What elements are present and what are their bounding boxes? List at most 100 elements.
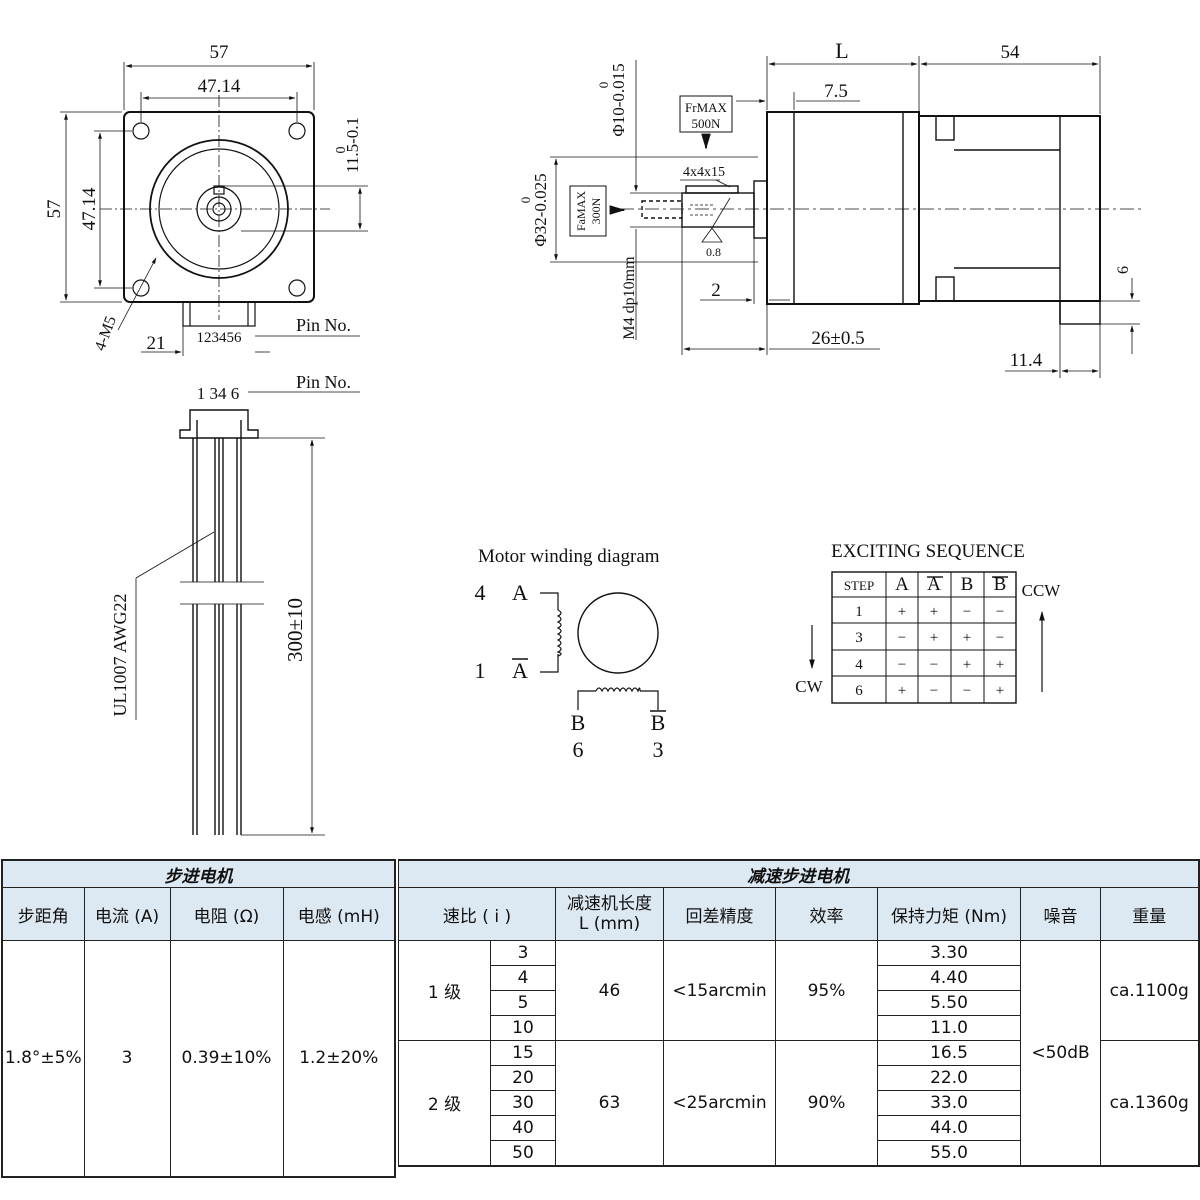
mount-hole: [132, 122, 150, 140]
sequence-header-phase: A: [927, 574, 941, 595]
torque-cell: 33.0: [877, 1090, 1021, 1116]
sequence-sign-cell: −: [996, 630, 1004, 646]
efficiency-cell: 95%: [775, 940, 878, 1041]
mount-hole: [288, 279, 306, 297]
value-current: 3: [83, 940, 171, 1178]
front-view: [60, 62, 368, 356]
coil-b: [595, 687, 641, 693]
weight-cell: ca.1360g: [1100, 1040, 1199, 1167]
sequence-sign-cell: −: [963, 604, 971, 620]
roughness: 0.8: [706, 245, 721, 259]
pin-a: A: [512, 580, 528, 605]
pin-label: Pin No.: [296, 315, 351, 335]
shaft-key: [685, 185, 739, 194]
rotor: [577, 592, 659, 674]
value-step-angle: 1.8°±5%: [1, 940, 85, 1178]
length-cell: 63: [555, 1040, 664, 1167]
header-noise: 噪音: [1020, 887, 1101, 941]
dim-pilot-upper: 0: [518, 197, 533, 204]
sequence-sign-cell: −: [930, 657, 938, 673]
dim-screw: 4-M5: [92, 314, 120, 353]
dim-hole-spacing: 47.14: [198, 76, 241, 97]
pin-b-num: 6: [573, 737, 584, 762]
header-torque: 保持力矩 (Nm): [877, 887, 1021, 941]
lead-wire-view: [135, 391, 360, 836]
famax-label: FaMAX: [574, 191, 588, 231]
side-view: [550, 56, 1145, 378]
stage-name: 1 级: [398, 940, 491, 1041]
ratio-cell: 20: [490, 1065, 556, 1091]
header-resistance: 电阻 (Ω): [169, 887, 284, 941]
dim-shaft-dia: Φ10-0.015: [609, 63, 628, 136]
sequence-sign-cell: +: [996, 683, 1004, 699]
mount-hole: [132, 279, 150, 297]
wire-pin-label: Pin No.: [296, 372, 351, 392]
dim-hole-spacing-v: 47.14: [79, 187, 100, 230]
weight-cell: ca.1100g: [1100, 940, 1199, 1041]
pin-a-num: 4: [475, 580, 486, 605]
header-length-line2: L (mm): [578, 914, 641, 934]
ratio-cell: 10: [490, 1015, 556, 1041]
pin-bbar-num: 3: [653, 737, 664, 762]
value-resistance: 0.39±10%: [169, 940, 284, 1178]
sequence-sign-cell: −: [930, 683, 938, 699]
dim-motor-length: 54: [1001, 42, 1021, 63]
ccw-label: CCW: [1022, 581, 1062, 600]
torque-cell: 55.0: [877, 1140, 1021, 1167]
sequence-sign-cell: +: [930, 630, 938, 646]
frmax-value: 500N: [692, 116, 722, 131]
sequence-step-cell: 4: [855, 657, 863, 673]
sequence-sign-cell: +: [963, 657, 971, 673]
sequence-sign-cell: −: [898, 657, 906, 673]
sequence-header-phase: B: [994, 574, 1007, 595]
sequence-header-step: STEP: [844, 578, 874, 593]
dim-connector-offset: 21: [147, 333, 166, 354]
sequence-sign-cell: +: [963, 630, 971, 646]
dim-pilot: Φ32-0.025: [531, 173, 550, 246]
dim-width: 57: [210, 42, 229, 63]
sequence-sign-cell: +: [898, 683, 906, 699]
wire-spec: UL1007 AWG22: [110, 593, 130, 716]
sequence-header-phase: A: [895, 574, 909, 595]
dim-length: L: [835, 38, 848, 63]
sequence-title: EXCITING SEQUENCE: [831, 541, 1025, 562]
torque-cell: 44.0: [877, 1115, 1021, 1141]
dim-height: 57: [44, 200, 65, 219]
wire-length: 300±10: [283, 598, 307, 662]
header-length-line1: 减速机长度: [567, 894, 652, 914]
winding-title: Motor winding diagram: [478, 546, 660, 567]
coil-a: [556, 609, 562, 657]
famax-value: 300N: [589, 197, 603, 224]
ratio-cell: 40: [490, 1115, 556, 1141]
torque-cell: 16.5: [877, 1040, 1021, 1066]
connector: [182, 301, 256, 327]
sequence-sign-cell: −: [898, 630, 906, 646]
connector-pins: 123456: [197, 330, 243, 346]
gearbox-body: [766, 111, 920, 305]
header-backlash: 回差精度: [663, 887, 776, 941]
sequence-sign-cell: +: [930, 604, 938, 620]
stage-name: 2 级: [398, 1040, 491, 1167]
sequence-sign-cell: +: [996, 657, 1004, 673]
noise-cell: <50dB: [1020, 940, 1101, 1167]
header-weight: 重量: [1100, 887, 1199, 941]
frmax-label: FrMAX: [685, 100, 728, 115]
ratio-cell: 5: [490, 990, 556, 1016]
motor-body: [918, 115, 1101, 302]
dim-tail: 6: [1115, 266, 1132, 274]
sequence-sign-cell: +: [898, 604, 906, 620]
sequence-step-cell: 6: [855, 683, 863, 699]
thread-hole: [641, 200, 683, 219]
dim-tail-length: 11.4: [1010, 350, 1043, 371]
sequence-sign-cell: −: [963, 683, 971, 699]
dim-shaft-length: 26±0.5: [811, 328, 864, 349]
spec-section: 步进电机 步距角 电流 (A) 电阻 (Ω) 电感 (mH) 1.8°±5% 3…: [0, 859, 1200, 1178]
torque-cell: 11.0: [877, 1015, 1021, 1041]
output-shaft: [681, 192, 755, 228]
ratio-cell: 30: [490, 1090, 556, 1116]
motor-group-header: 步进电机: [1, 859, 396, 888]
length-cell: 46: [555, 940, 664, 1041]
